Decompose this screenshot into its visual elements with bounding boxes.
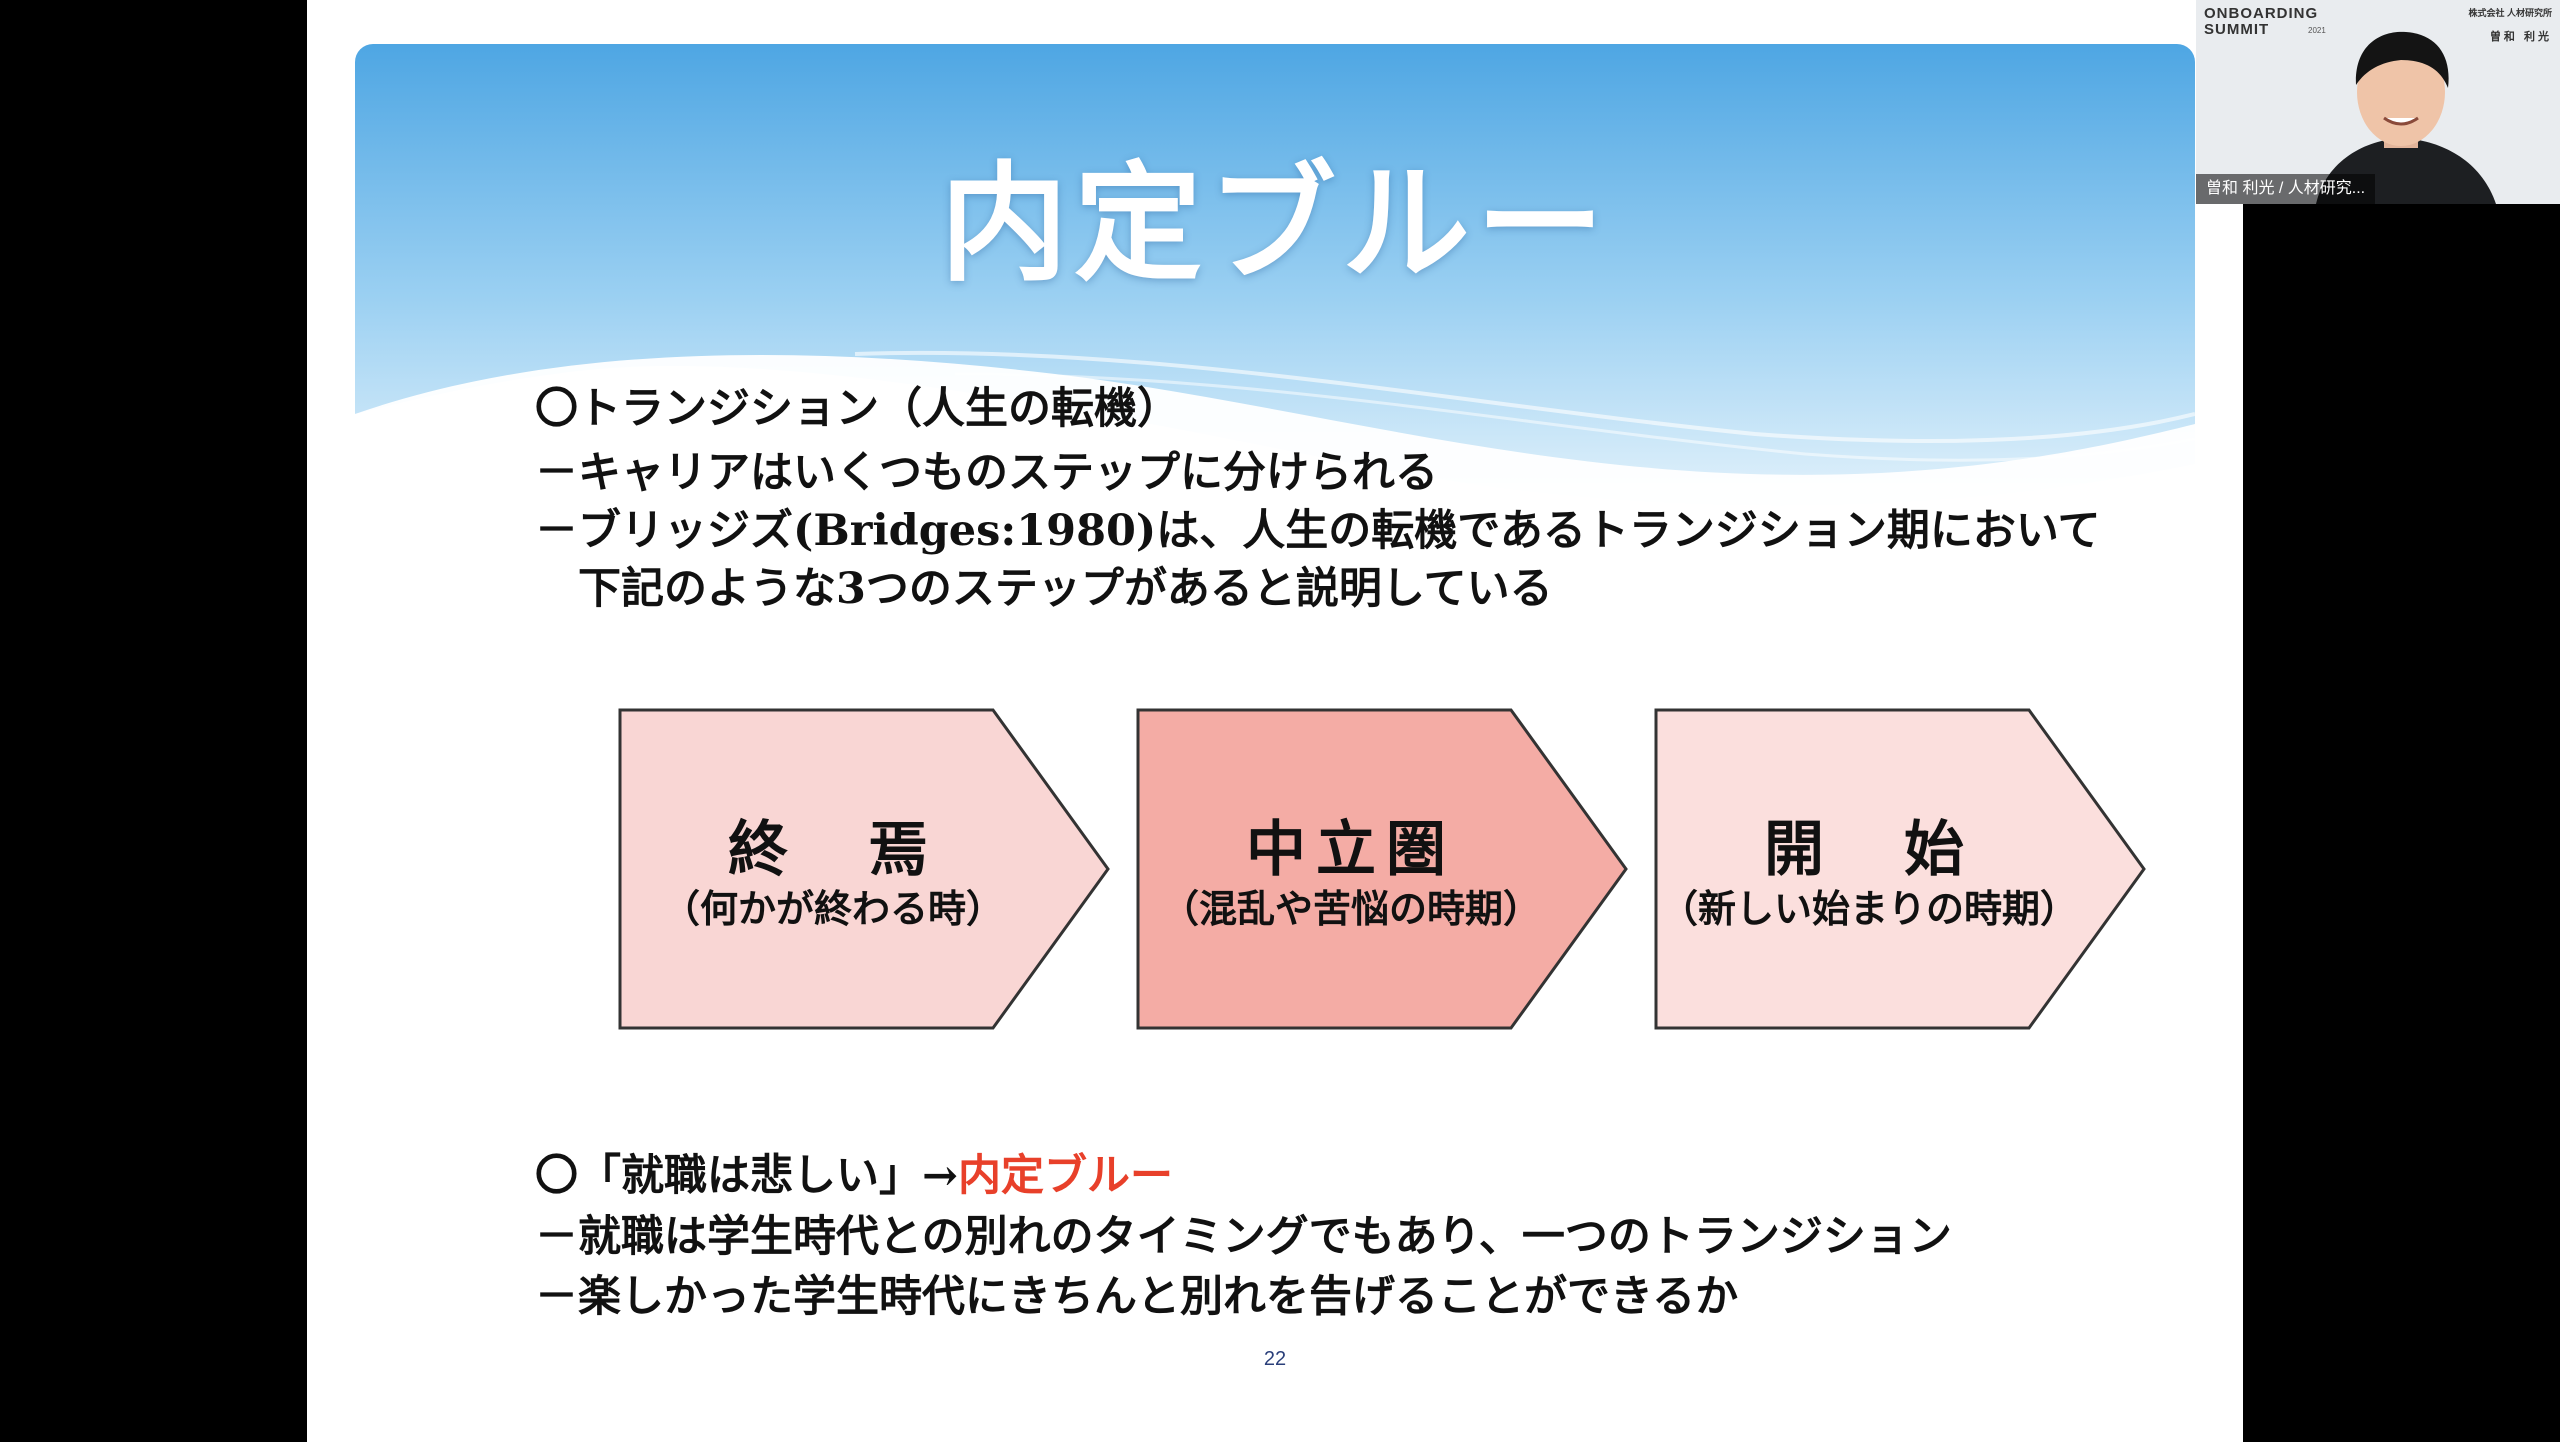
section2-heading: 〇「就職は悲しい」→内定ブルー [535, 1155, 1173, 1198]
section1-heading: 〇トランジション（人生の転機） [535, 384, 1180, 434]
step-chevron-beginning: 開 始 （新しい始まりの時期） [1654, 708, 2146, 1030]
slide-title: 内定ブルー [939, 149, 1610, 299]
step-chevron-ending: 終 焉 （何かが終わる時） [618, 708, 1110, 1030]
section2-line: －楽しかった学生時代にきちんと別れを告げることができるか [535, 1272, 1739, 1322]
company-name: 株式会社 人材研究所 [2468, 8, 2552, 18]
section1-line: －ブリッジズ(Bridges:1980)は、人生の転機であるトランジション期にお… [535, 506, 2101, 556]
presenter-name-card: 曽和 利光 [2489, 31, 2552, 43]
section2-line: －就職は学生時代との別れのタイミングでもあり、一つのトランジション [535, 1212, 1952, 1262]
step-title: 中立圏 [1246, 815, 1456, 885]
event-year: 2021 [2308, 26, 2326, 35]
section1-line: 下記のような3つのステップがあると説明している [535, 564, 1553, 614]
step-subtitle: （新しい始まりの時期） [1659, 886, 2078, 931]
participant-name-label: 曽和 利光 / 人材研究... [2196, 174, 2376, 204]
presenter-video-tile[interactable]: ONBOARDING SUMMIT 2021 株式会社 人材研究所 曽和 利光 … [2196, 0, 2560, 204]
step-subtitle: （何かが終わる時） [661, 886, 1004, 931]
section1-line: －キャリアはいくつものステップに分けられる [535, 448, 1438, 498]
section2-heading-prefix: 〇「就職は悲しい」→ [535, 1151, 959, 1201]
step-subtitle: （混乱や苦悩の時期） [1160, 886, 1541, 931]
event-logo: ONBOARDING SUMMIT [2204, 5, 2319, 38]
presentation-slide: 内定ブルー 〇トランジション（人生の転機） －キャリアはいくつものステップに分け… [307, 0, 2243, 1442]
step-title: 終 焉 [728, 815, 938, 885]
page-number: 22 [1263, 1348, 1287, 1370]
step-title: 開 始 [1764, 815, 1974, 885]
sky-banner [355, 44, 2195, 544]
step-chevron-neutral-zone: 中立圏 （混乱や苦悩の時期） [1136, 708, 1628, 1030]
section2-heading-accent: 内定ブルー [958, 1151, 1174, 1201]
